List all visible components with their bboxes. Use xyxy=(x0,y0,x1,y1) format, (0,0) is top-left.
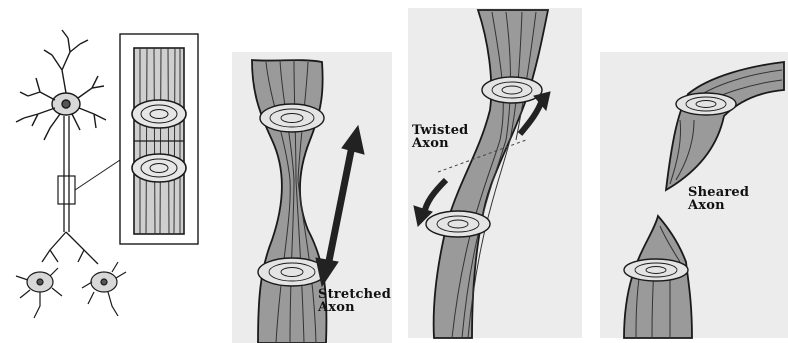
label-line-2: Axon xyxy=(412,137,468,150)
twisted-panel: Twisted Axon xyxy=(408,0,582,343)
magnify-leader xyxy=(75,160,120,190)
sheared-axon-label: Sheared Axon xyxy=(688,186,749,212)
stretched-panel: Stretched Axon xyxy=(232,0,392,343)
inset-axon xyxy=(132,48,186,234)
axon-shaft xyxy=(42,116,98,264)
neuron-diagram xyxy=(0,0,205,343)
neuron-panel xyxy=(0,0,205,343)
target-neuron-right xyxy=(82,262,126,316)
twisted-axon-drawing xyxy=(408,0,582,343)
neuron-soma xyxy=(16,30,106,140)
label-line-2: Axon xyxy=(688,199,749,212)
label-line-2: Axon xyxy=(318,301,391,314)
stretched-axon-label: Stretched Axon xyxy=(318,288,391,314)
target-neuron-left xyxy=(16,268,62,318)
sheared-panel: Sheared Axon xyxy=(600,0,788,343)
sheared-axon-drawing xyxy=(600,0,788,343)
twisted-axon-label: Twisted Axon xyxy=(412,124,468,150)
